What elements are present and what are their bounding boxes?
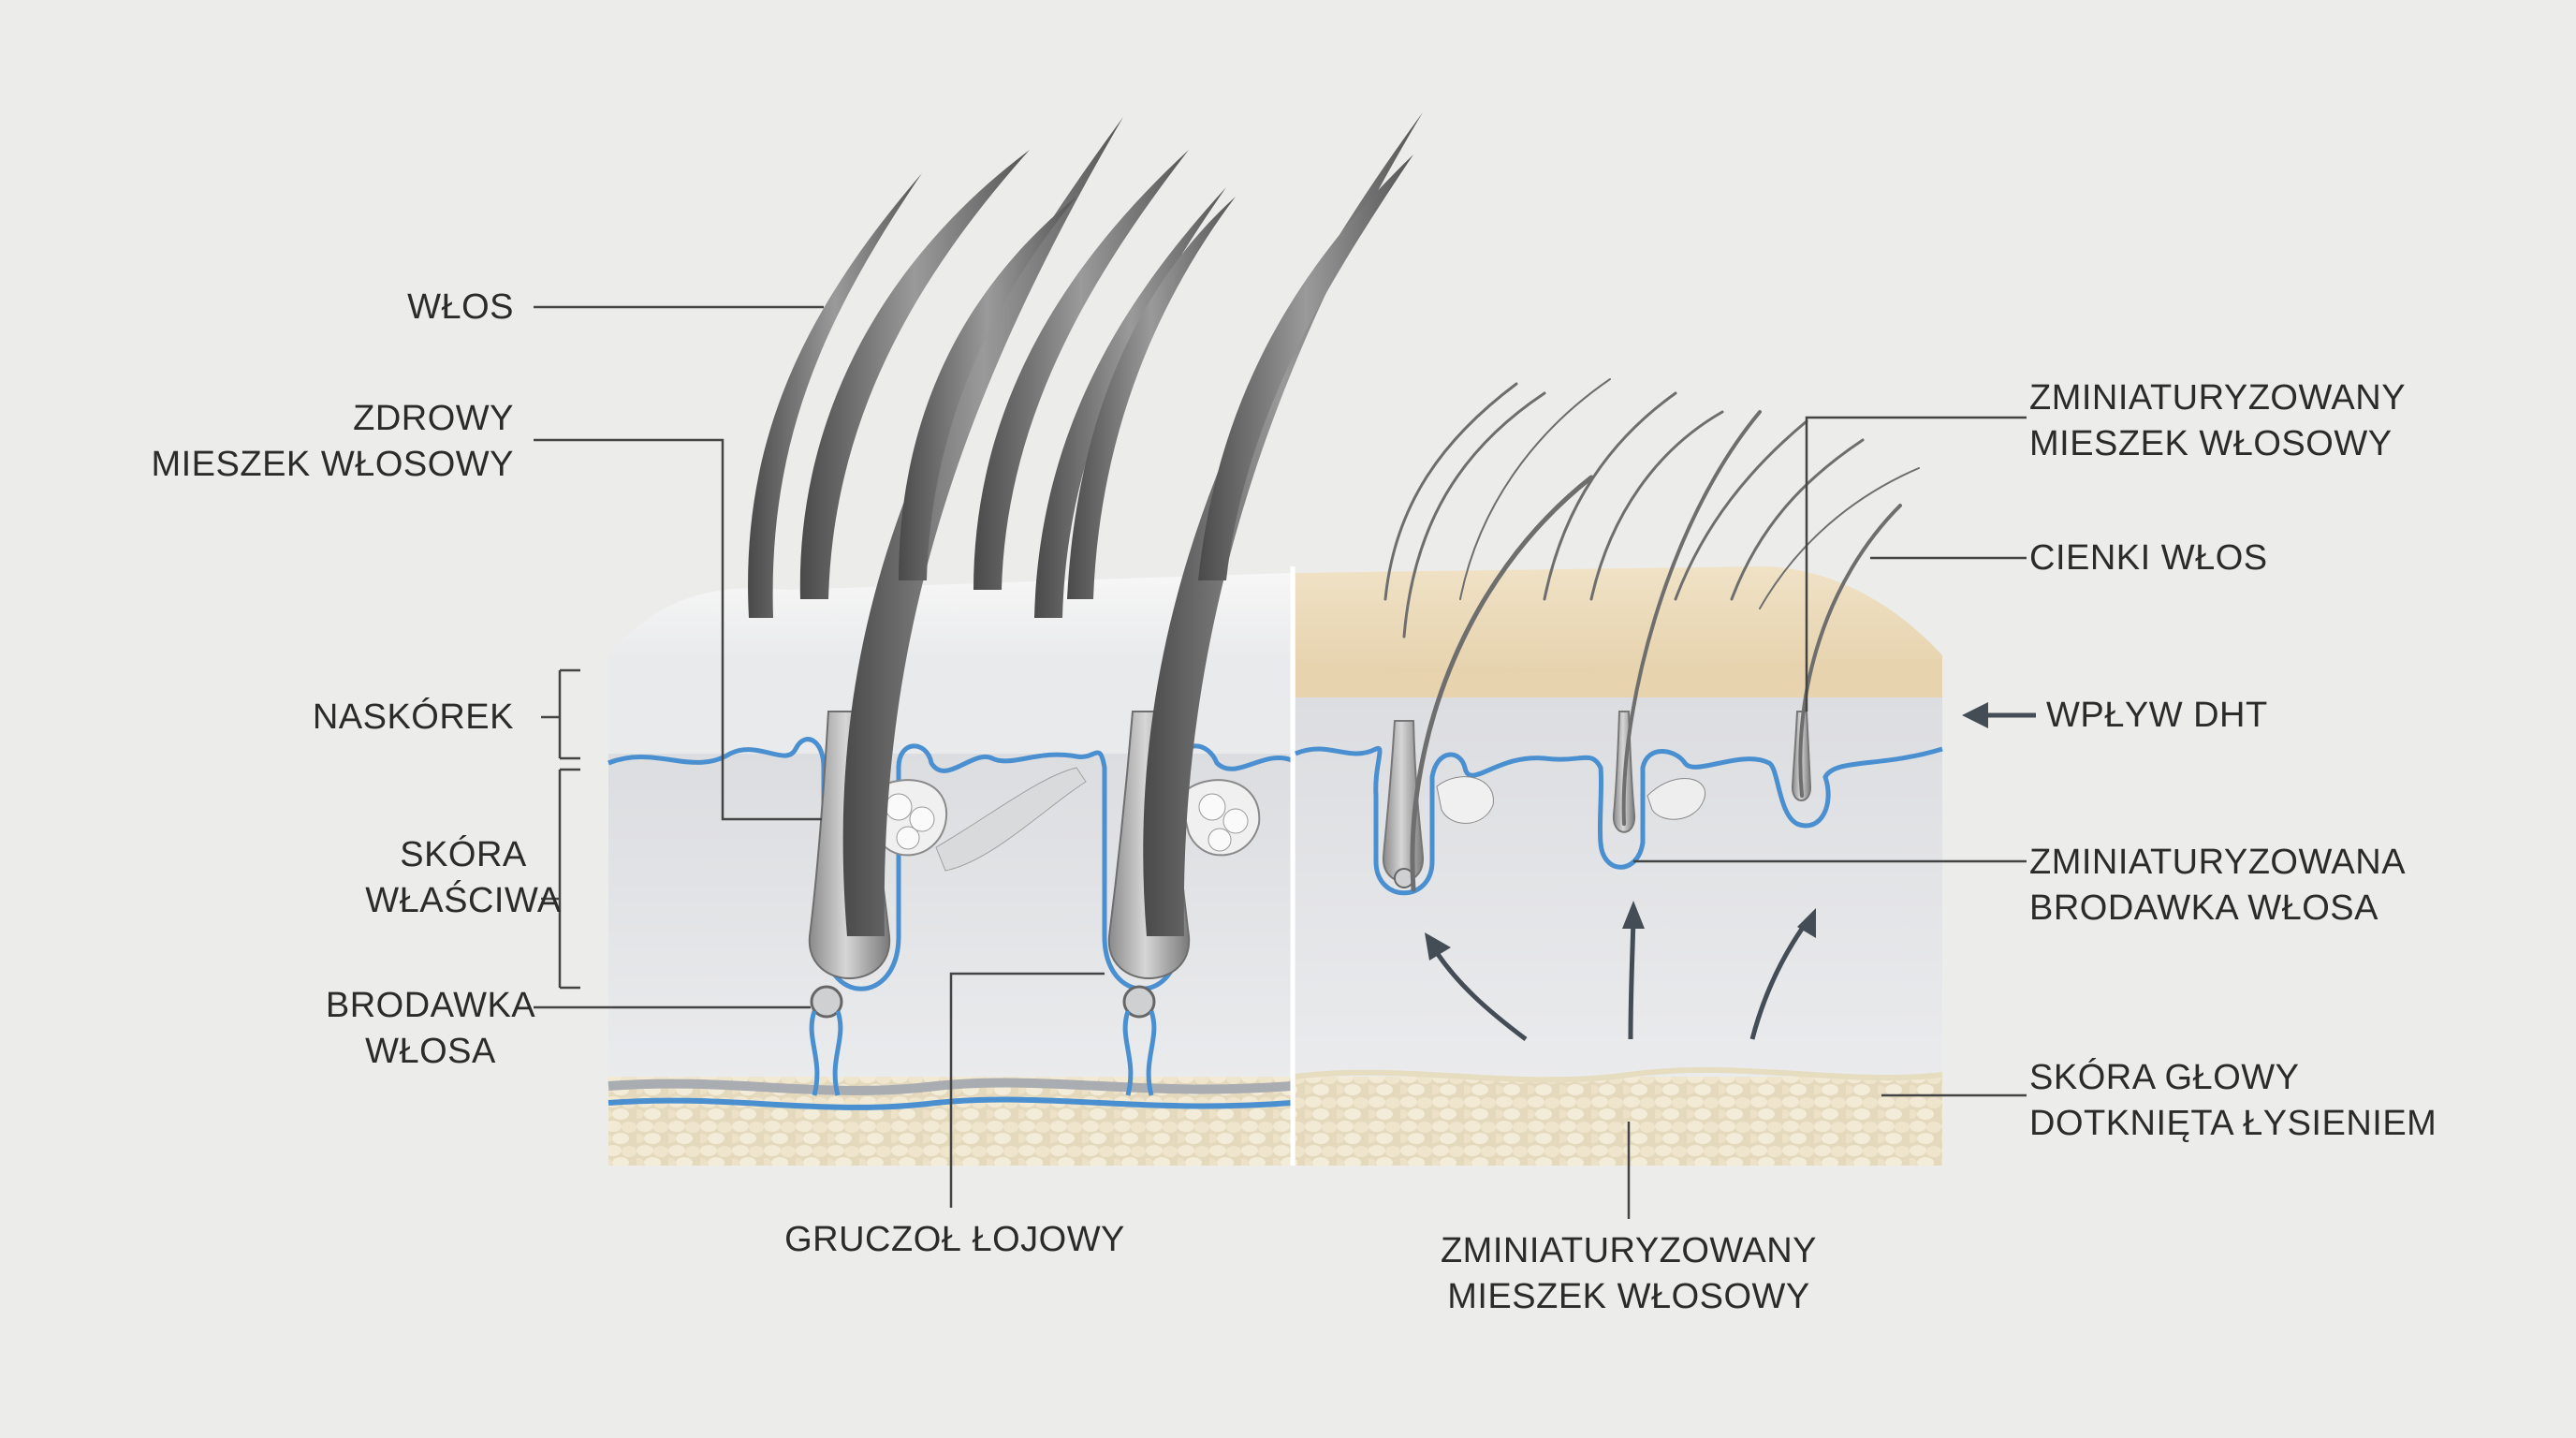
label-miniaturized-follicle-top: ZMINIATURYZOWANY MIESZEK WŁOSOWY bbox=[2029, 378, 2407, 463]
healthy-hairs bbox=[748, 112, 1423, 936]
thin-hairs bbox=[1383, 378, 1920, 892]
leader-lines bbox=[534, 305, 2027, 1219]
label-miniaturized-follicle-bottom: ZMINIATURYZOWANY MIESZEK WŁOSOWY bbox=[1440, 1231, 1818, 1316]
label-dht-effect: WPŁYW DHT bbox=[2046, 696, 2268, 735]
label-epidermis: NASKÓREK bbox=[312, 697, 514, 737]
label-thin-hair: CIENKI WŁOS bbox=[2029, 538, 2268, 578]
label-dermis: SKÓRA WŁAŚCIWA bbox=[365, 835, 562, 920]
balding-skin-block bbox=[1295, 566, 2036, 1166]
label-hair: WŁOS bbox=[407, 287, 514, 327]
label-sebaceous-gland: GRUCZOŁ ŁOJOWY bbox=[784, 1220, 1125, 1259]
label-miniaturized-papilla: ZMINIATURYZOWANA BRODAWKA WŁOSA bbox=[2029, 843, 2407, 928]
label-balding-scalp: SKÓRA GŁOWY DOTKNIĘTA ŁYSIENIEM bbox=[2029, 1058, 2437, 1143]
label-healthy-follicle: ZDROWY MIESZEK WŁOSOWY bbox=[151, 399, 514, 484]
label-hair-papilla: BRODAWKA WŁOSA bbox=[325, 986, 536, 1071]
